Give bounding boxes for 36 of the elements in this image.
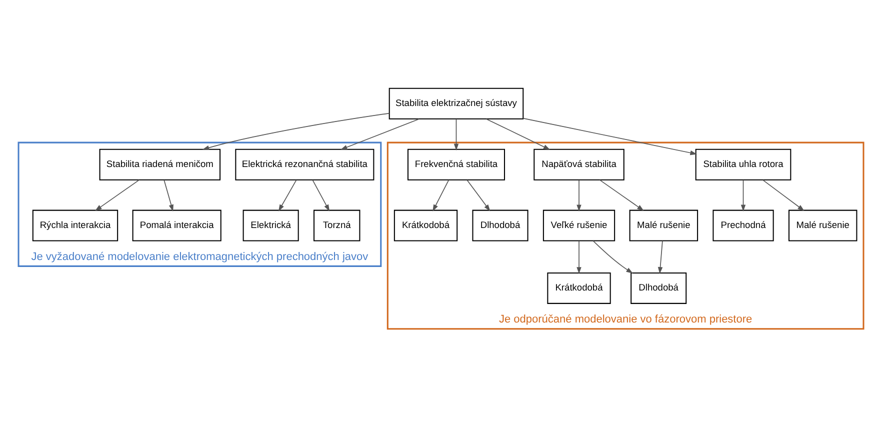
node-box: Frekvenčná stabilita: [407, 148, 505, 180]
arrow: [592, 240, 633, 273]
node-box: Krátkodobá: [394, 209, 458, 241]
arrow: [576, 179, 582, 211]
node-box: Stabilita uhla rotora: [695, 148, 792, 180]
arrow: [94, 179, 140, 210]
arrow: [740, 179, 746, 211]
arrow: [312, 179, 330, 211]
node-box: Malé rušenie: [788, 209, 858, 241]
arrow: [466, 179, 490, 211]
node-box: Stabilita riadená meničom: [99, 148, 221, 180]
arrow: [432, 179, 450, 211]
node-box: Dlhodobá: [472, 209, 528, 241]
arrow: [202, 112, 390, 150]
node-box: Rýchla interakcia: [32, 209, 118, 241]
arrow: [762, 179, 804, 210]
node-box: Dlhodobá: [630, 272, 687, 304]
node-box: Prechodná: [712, 209, 774, 241]
arrow: [278, 179, 297, 211]
arrow: [522, 117, 698, 155]
arrow: [164, 179, 174, 211]
node-box: Elektrická rezonančná stabilita: [235, 148, 374, 180]
arrow: [454, 118, 459, 150]
arrow: [658, 240, 663, 274]
node-box: Stabilita elektrizačnej sústavy: [388, 87, 524, 119]
node-box: Torzná: [314, 209, 360, 241]
node-box: Krátkodobá: [547, 272, 611, 304]
arrow: [486, 118, 550, 150]
arrow: [340, 118, 420, 150]
arrow: [576, 240, 582, 274]
node-box: Malé rušenie: [629, 209, 698, 241]
node-box: Elektrická: [242, 209, 299, 241]
node-box: Napäťová stabilita: [534, 148, 624, 180]
node-box: Veľké rušenie: [542, 209, 616, 241]
node-box: Pomalá interakcia: [132, 209, 222, 241]
arrow: [599, 179, 644, 210]
